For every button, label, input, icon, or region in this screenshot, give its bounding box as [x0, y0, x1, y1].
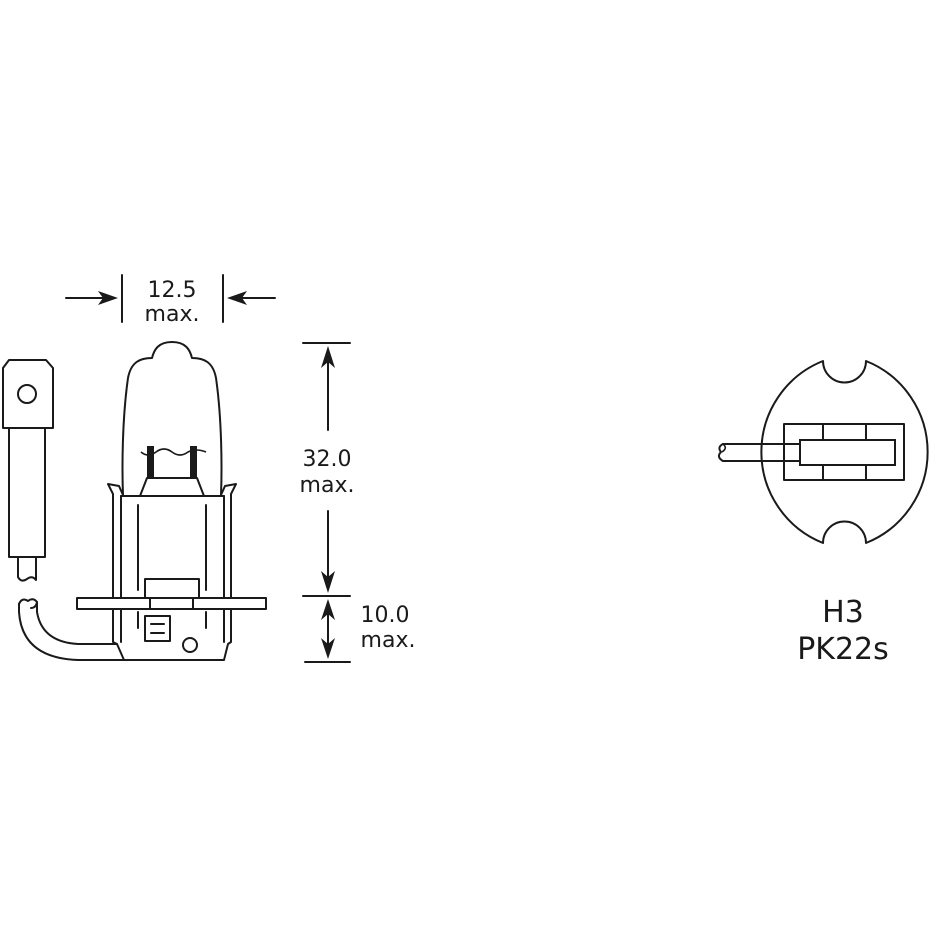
width-unit-label: max.	[145, 302, 200, 327]
socket-wire-break-icon	[717, 443, 724, 462]
bulb-height-unit-label: max.	[300, 473, 355, 498]
terminal-tab	[2, 359, 54, 429]
filament-icon	[140, 448, 207, 456]
width-arrowhead-right-icon	[227, 291, 247, 305]
flange-tab	[144, 578, 200, 599]
base-height-unit-label: max.	[361, 628, 416, 653]
width-value: 12.5	[148, 278, 197, 303]
base-height-arrowhead-down-icon	[321, 638, 335, 659]
clip-right	[220, 483, 237, 599]
bulb-base-type: PK22s	[797, 632, 889, 667]
wire-inner-curve	[36, 601, 118, 645]
bulb-height-arrowhead-down-icon	[321, 571, 335, 593]
pinch-seal	[139, 477, 205, 497]
bulb-type-label: H3 PK22s	[797, 595, 889, 667]
base-height-value: 10.0	[361, 603, 410, 628]
glass-envelope	[121, 341, 223, 496]
base-height-dimension: 10.0 max.	[304, 599, 416, 663]
socket-wire-break-inner	[721, 443, 727, 453]
filament-support-right	[190, 446, 197, 478]
width-dimension: 12.5 max.	[65, 274, 276, 327]
bulb-height-value: 32.0	[303, 447, 352, 472]
contact-plate-icon	[144, 615, 171, 642]
wire-break-upper-icon	[17, 556, 37, 582]
wire-outer-curve	[18, 603, 125, 661]
bulb-type-name: H3	[822, 595, 864, 630]
terminal-hole-icon	[17, 384, 37, 404]
socket-housing	[783, 423, 905, 481]
wire-break-lower-icon	[18, 598, 38, 609]
bulb-height-dimension: 32.0 max.	[300, 342, 355, 597]
flange-plate	[76, 597, 267, 610]
socket-terminal	[799, 439, 896, 466]
bulb-height-arrowhead-up-icon	[321, 346, 335, 368]
lead-wire	[18, 598, 125, 661]
clip-left	[107, 483, 124, 599]
width-arrowhead-left-icon	[98, 291, 118, 305]
rivet-icon	[182, 637, 198, 653]
lower-base-body	[112, 608, 232, 661]
bulb-side-view	[76, 341, 267, 661]
base-height-arrowhead-up-icon	[321, 599, 335, 620]
socket-outline	[760, 360, 929, 544]
filament-support-left	[147, 446, 154, 478]
connector-terminal	[2, 359, 54, 582]
terminal-barrel	[8, 427, 46, 558]
base-end-view	[717, 360, 929, 544]
